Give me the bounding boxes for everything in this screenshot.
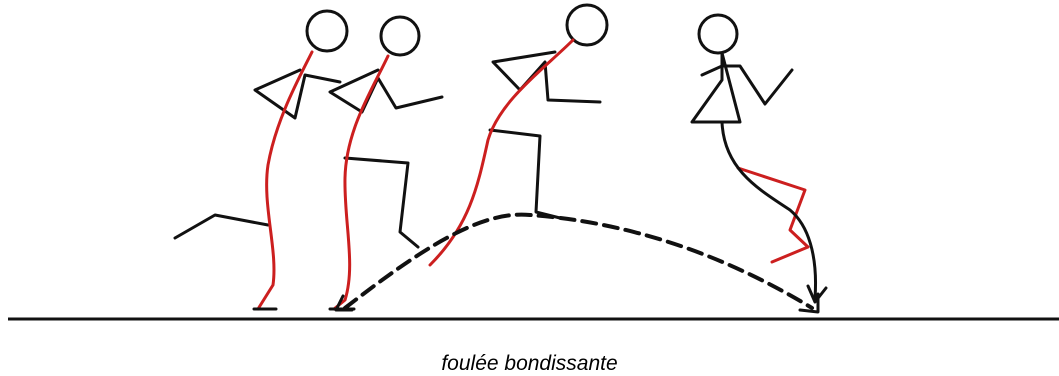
trajectory-end-arrowhead [798, 292, 820, 314]
runner-2-head [379, 15, 421, 57]
runner-2-front-leg [343, 156, 420, 249]
runner-1-rear-leg [173, 213, 270, 240]
runner-4-rear-leg [736, 166, 810, 264]
trajectory-arc [343, 212, 814, 310]
runner-4-spine [720, 120, 818, 300]
runner-3-arms [491, 50, 602, 104]
runner-figure-3 [428, 3, 609, 267]
runner-2-spine [332, 54, 390, 311]
runner-figure-1 [173, 9, 349, 311]
runner-1-head [305, 9, 349, 53]
runner-1-arms [253, 68, 342, 120]
runner-1-spine [256, 50, 314, 311]
runner-4-head [697, 13, 739, 55]
illustration-caption: foulée bondissante [441, 352, 618, 375]
runner-figure-4 [690, 13, 828, 304]
runner-3-spine [428, 38, 575, 267]
runner-4-landing-arrowhead [806, 284, 828, 304]
trajectory-start-arrowhead [334, 294, 354, 312]
runner-3-head [565, 3, 609, 47]
runner-2-arms [328, 68, 444, 114]
runner-4-arms [700, 64, 794, 106]
runner-4-torso [690, 51, 742, 124]
runner-3-front-leg [488, 128, 562, 220]
runner-figure-2 [328, 15, 444, 311]
